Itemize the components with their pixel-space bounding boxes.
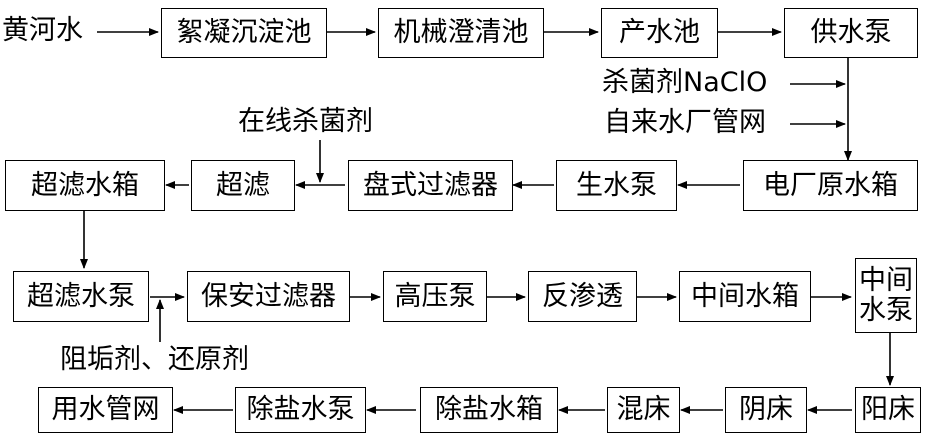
source-label: 黄河水 — [2, 15, 83, 46]
flocculation-tank: 絮凝沉淀池 — [161, 8, 327, 58]
water-supply-network: 用水管网 — [38, 387, 173, 433]
product-water-tank: 产水池 — [601, 8, 718, 58]
demineralized-water-pump: 除盐水泵 — [235, 387, 366, 433]
cation-bed: 阳床 — [855, 387, 921, 433]
naclo-label: 杀菌剂NaClO — [602, 67, 768, 98]
disc-filter: 盘式过滤器 — [348, 160, 513, 211]
demineralized-water-tank: 除盐水箱 — [420, 387, 558, 433]
uf-water-tank: 超滤水箱 — [5, 160, 165, 211]
intermediate-water-tank: 中间水箱 — [679, 271, 811, 322]
uf-water-pump: 超滤水泵 — [13, 271, 149, 322]
plant-raw-water-tank: 电厂原水箱 — [743, 160, 918, 211]
high-pressure-pump: 高压泵 — [383, 271, 487, 322]
antiscalant-reductant-label: 阻垢剂、还原剂 — [60, 344, 249, 375]
municipal-water-label: 自来水厂管网 — [604, 107, 766, 138]
anion-bed: 阴床 — [725, 387, 807, 433]
clarifier-tank: 机械澄清池 — [378, 8, 544, 58]
intermediate-water-pump: 中间水泵 — [855, 258, 917, 333]
reverse-osmosis: 反渗透 — [528, 271, 637, 322]
mixed-bed: 混床 — [607, 387, 680, 433]
ultrafiltration: 超滤 — [191, 160, 295, 211]
online-biocide-label: 在线杀菌剂 — [238, 106, 373, 137]
supply-pump: 供水泵 — [784, 8, 918, 58]
security-filter: 保安过滤器 — [187, 271, 350, 322]
raw-water-pump: 生水泵 — [556, 160, 677, 211]
